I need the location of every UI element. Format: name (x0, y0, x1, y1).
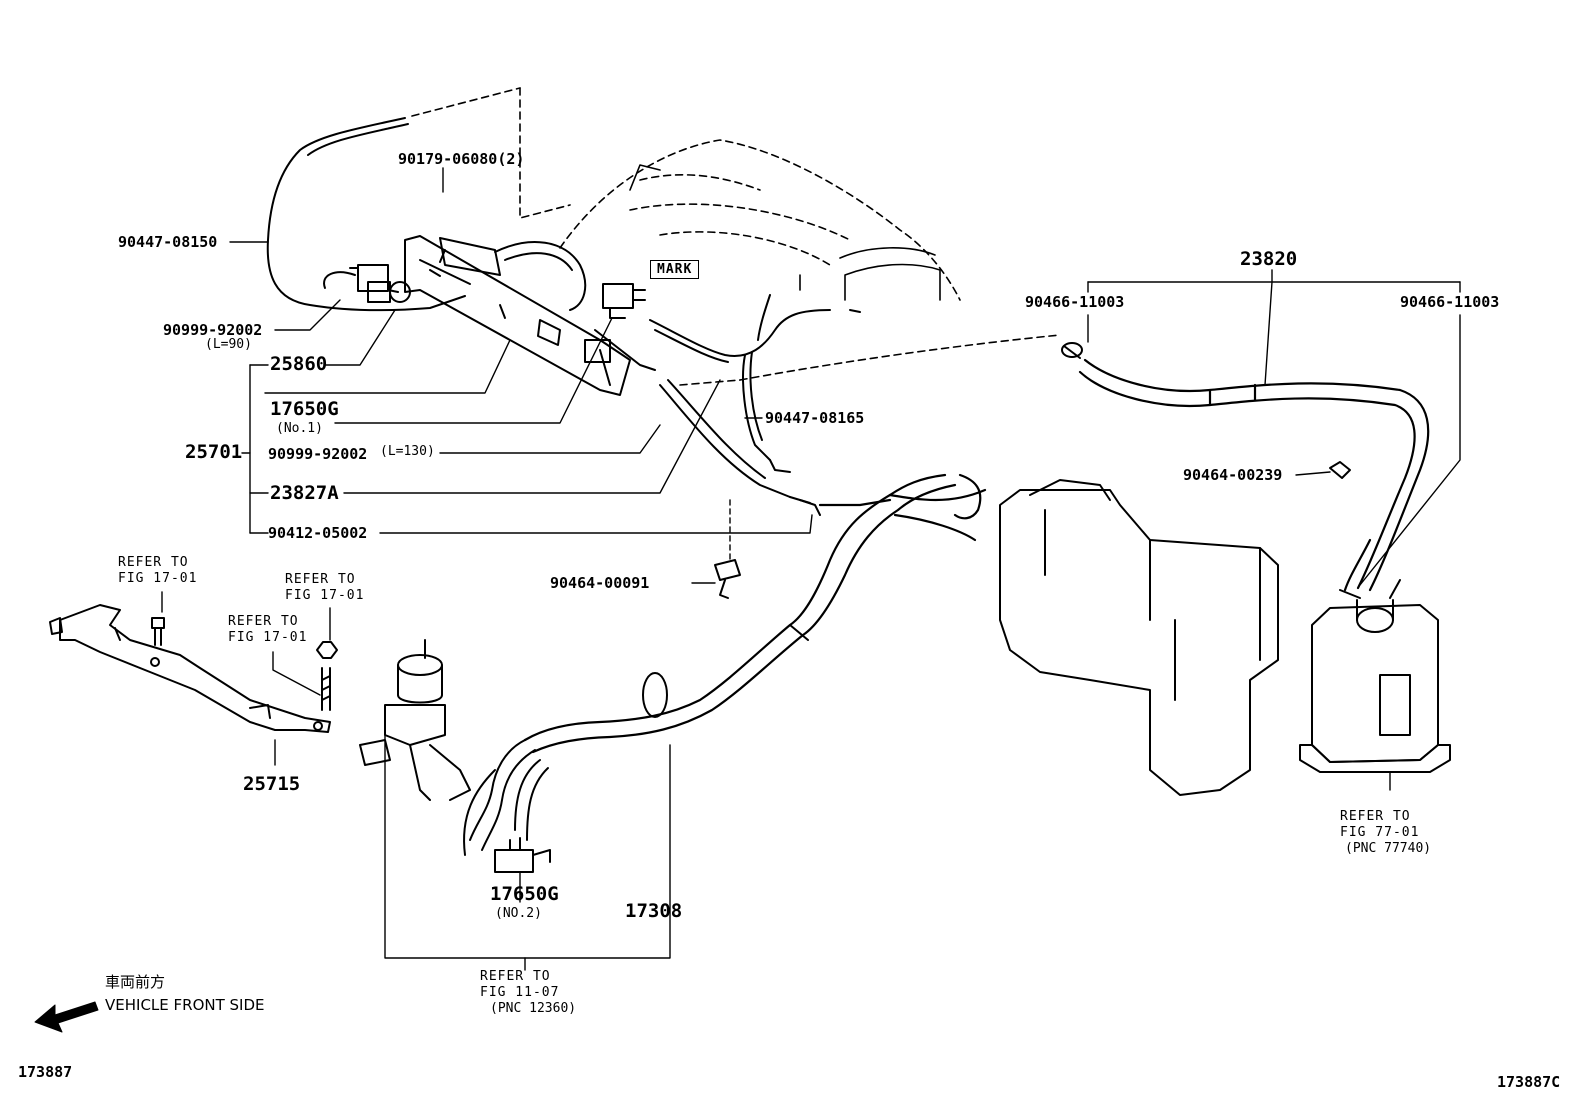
label-90464-00091: 90464-00091 (550, 574, 650, 592)
label-25715: 25715 (243, 773, 301, 795)
label-90999-92002-a: 90999-92002 (163, 321, 263, 339)
label-mark: MARK (650, 260, 700, 279)
clip-90464-00091 (714, 559, 741, 599)
label-25860: 25860 (270, 353, 328, 375)
intake-manifold-body (629, 164, 941, 301)
label-17650g-no1-sub: (No.1) (276, 421, 323, 436)
label-90447-08150: 90447-08150 (118, 233, 218, 251)
refer-fig-17-01-a: REFER TO (118, 555, 189, 570)
bracket-25715 (49, 604, 331, 733)
label-17650g-no2: 17650G (490, 883, 559, 905)
label-90412-05002: 90412-05002 (268, 524, 368, 542)
clip-90464-00239 (1329, 461, 1351, 479)
refer-fig-17-01-c: REFER TO (228, 614, 299, 629)
label-90999-92002-a-length: (L=90) (205, 337, 252, 352)
charcoal-canister (1299, 579, 1451, 773)
vehicle-front-en: VEHICLE FRONT SIDE (105, 996, 265, 1014)
label-25701: 25701 (185, 441, 243, 463)
label-90999-92002-b: 90999-92002 (268, 445, 368, 463)
hose-90447-08150 (266, 117, 466, 312)
label-90447-08165: 90447-08165 (765, 409, 865, 427)
refer-fig-77-01-fig: FIG 77-01 (1340, 825, 1420, 840)
hose-23820 (1078, 358, 1430, 592)
figure-code-left: 173887 (18, 1063, 73, 1081)
vsv-17650g-no2 (463, 739, 551, 873)
filter-assembly (359, 639, 471, 801)
label-90464-00239: 90464-00239 (1183, 466, 1283, 484)
refer-fig-11-07-pnc: (PNC 12360) (490, 1001, 577, 1016)
vehicle-front-jp: 車両前方 (105, 973, 166, 991)
stud-17-01-c (321, 667, 331, 711)
label-17650g-no1: 17650G (270, 398, 339, 420)
vsv-25860 (349, 264, 411, 303)
bracket-25701 (404, 235, 656, 396)
label-90179-06080: 90179-06080(2) (398, 150, 525, 168)
hose-17308 (523, 473, 987, 754)
fuel-tank (999, 479, 1279, 796)
hose-bracket-lines (494, 241, 831, 498)
nut-17-01-b (316, 641, 338, 659)
refer-fig-17-01-b-fig: FIG 17-01 (285, 588, 365, 603)
label-90466-11003-a: 90466-11003 (1025, 293, 1125, 311)
refer-fig-77-01-pnc: (PNC 77740) (1345, 841, 1432, 856)
small-connectors (769, 309, 861, 516)
vsv-17650g-no1 (602, 283, 646, 319)
label-23820: 23820 (1240, 248, 1298, 270)
refer-fig-17-01-a-fig: FIG 17-01 (118, 571, 198, 586)
arrow-left-icon (34, 1001, 99, 1033)
label-17650g-no2-sub: (NO.2) (495, 906, 542, 921)
refer-fig-17-01-c-fig: FIG 17-01 (228, 630, 308, 645)
figure-code-right: 173887C (1497, 1073, 1561, 1091)
label-90466-11003-b: 90466-11003 (1400, 293, 1500, 311)
leader-lines (161, 167, 1461, 971)
hose-clamp-90466 (1061, 342, 1083, 359)
refer-fig-77-01: REFER TO (1340, 809, 1411, 824)
label-23827a: 23827A (270, 482, 339, 504)
label-17308: 17308 (625, 900, 683, 922)
refer-fig-11-07-fig: FIG 11-07 (480, 985, 560, 1000)
label-90999-92002-b-length: (L=130) (380, 444, 435, 459)
refer-fig-11-07: REFER TO (480, 969, 551, 984)
refer-fig-17-01-b: REFER TO (285, 572, 356, 587)
hose-clamp-17308 (642, 624, 809, 718)
bolt-17-01-a (151, 617, 165, 646)
